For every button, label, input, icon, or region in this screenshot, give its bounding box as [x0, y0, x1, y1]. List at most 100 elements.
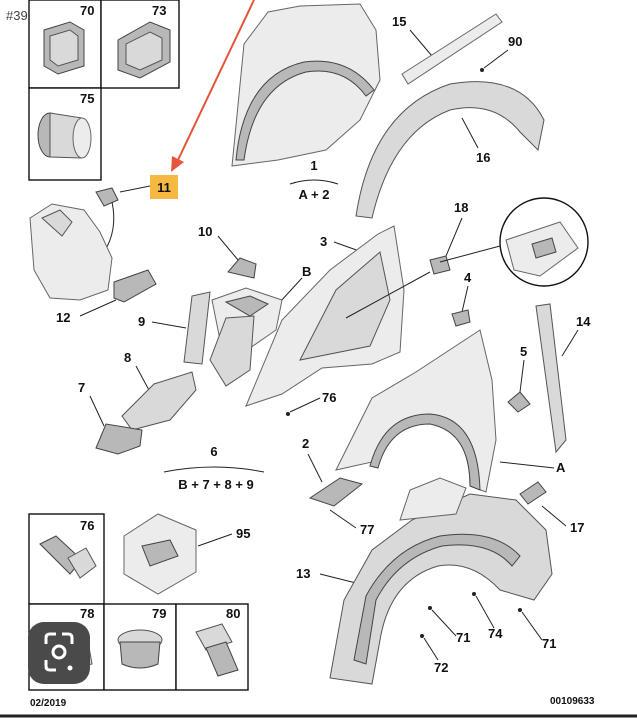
callout-79: 79 — [152, 606, 166, 621]
part-76-bolt-head — [67, 547, 97, 579]
leader-74 — [475, 595, 495, 629]
part-76-fastener — [286, 412, 290, 416]
callout-13: 13 — [296, 566, 310, 581]
callout-7: 7 — [78, 380, 85, 395]
part-16-arch-extension — [355, 81, 545, 219]
part-74-clip — [472, 592, 476, 596]
callout-10: 10 — [198, 224, 212, 239]
leader-8 — [135, 365, 151, 393]
part-15-strip — [401, 13, 503, 85]
leader-76-small — [289, 397, 321, 413]
callout-72: 72 — [434, 660, 448, 675]
part-2-bracket — [308, 477, 364, 507]
leader-12 — [79, 299, 117, 317]
google-lens-button[interactable] — [28, 622, 90, 684]
part-80-rivet-body — [205, 641, 239, 677]
part-18-fastener — [429, 255, 451, 275]
part-4-clip — [451, 309, 471, 327]
leader-16 — [461, 117, 479, 149]
part-apron-left — [29, 203, 113, 301]
callout-76: 76 — [80, 518, 94, 533]
part-79-cap-body — [119, 641, 161, 669]
leader-9 — [151, 321, 187, 329]
callout-74: 74 — [488, 626, 503, 641]
part-8-rail — [121, 371, 197, 431]
callout-90: 90 — [508, 34, 522, 49]
bracket-6 — [163, 466, 265, 473]
callout-17: 17 — [570, 520, 584, 535]
callout-16: 16 — [476, 150, 490, 165]
callout-6: 6 — [210, 444, 217, 459]
leader-11 — [119, 185, 151, 193]
callout-77: 77 — [360, 522, 374, 537]
part-strut-top — [41, 209, 73, 237]
leader-71-left — [431, 609, 457, 637]
callout-73: 73 — [152, 3, 166, 18]
part-5-bracket — [507, 391, 531, 413]
part-10-cap — [227, 257, 257, 279]
leader-90 — [483, 49, 509, 69]
part-9-reinforcement — [183, 291, 211, 365]
leader-7 — [89, 395, 105, 427]
part-95-kit-contents — [141, 539, 179, 567]
part-12-plate — [113, 269, 157, 303]
leader-18 — [445, 217, 463, 257]
leader-B — [279, 277, 303, 303]
callout-3: 3 — [320, 234, 327, 249]
callout-76-small: 76 — [322, 390, 336, 405]
part-13-liner-top — [399, 477, 467, 521]
highlight-box-11 — [150, 175, 178, 199]
leader-magnifier — [439, 245, 501, 263]
callout-71-left: 71 — [456, 630, 470, 645]
leader-72 — [423, 637, 439, 661]
callout-4: 4 — [464, 270, 472, 285]
callout-8: 8 — [124, 350, 131, 365]
callout-75: 75 — [80, 91, 94, 106]
part-70-face — [49, 29, 79, 67]
detail-magnifier-clip — [531, 237, 557, 259]
leader-17 — [541, 505, 567, 527]
bracket-1 — [289, 179, 339, 185]
part-1-arch — [235, 60, 375, 161]
part-71-clip-left — [428, 606, 432, 610]
callout-78: 78 — [80, 606, 94, 621]
part-72-clip — [420, 634, 424, 638]
callout-15: 15 — [392, 14, 406, 29]
leader-3b — [345, 271, 431, 319]
callout-71-right: 71 — [542, 636, 556, 651]
part-3-panel-inner — [299, 251, 391, 361]
leader-A — [499, 461, 555, 469]
callout-80: 80 — [226, 606, 240, 621]
callout-2: 2 — [302, 436, 309, 451]
part-11-clip — [95, 187, 119, 207]
part-17-flap — [519, 481, 547, 505]
diagram-reference: 00109633 — [550, 696, 595, 707]
part-1-fender-top — [231, 3, 381, 167]
callout-11: 11 — [157, 180, 171, 195]
callout-70: 70 — [80, 3, 94, 18]
callout-5: 5 — [520, 344, 527, 359]
callout-1: 1 — [310, 158, 317, 173]
leader-14 — [561, 329, 579, 357]
pointer-arrow-line — [177, 0, 255, 161]
part-75-sleeve-face — [72, 117, 92, 159]
pointer-arrowhead — [171, 156, 184, 172]
diagram-date: 02/2019 — [30, 698, 67, 709]
part-90-clip — [480, 68, 484, 72]
leader-95 — [197, 533, 233, 547]
part-strut-tower-top — [224, 295, 270, 317]
part-13-liner-rib — [353, 533, 521, 665]
callout-18: 18 — [454, 200, 468, 215]
callout-14: 14 — [576, 314, 591, 329]
part-71-clip-right — [518, 608, 522, 612]
leader-4 — [461, 285, 469, 313]
part-fender-arch-edge — [369, 413, 481, 491]
callout-A: A — [556, 460, 566, 475]
callout-9: 9 — [138, 314, 145, 329]
leader-15 — [409, 29, 433, 57]
part-14-seal — [535, 303, 567, 454]
callout-6-sub: B + 7 + 8 + 9 — [178, 477, 254, 492]
leader-71-right — [521, 611, 543, 641]
part-strut-tower-body — [209, 315, 255, 387]
